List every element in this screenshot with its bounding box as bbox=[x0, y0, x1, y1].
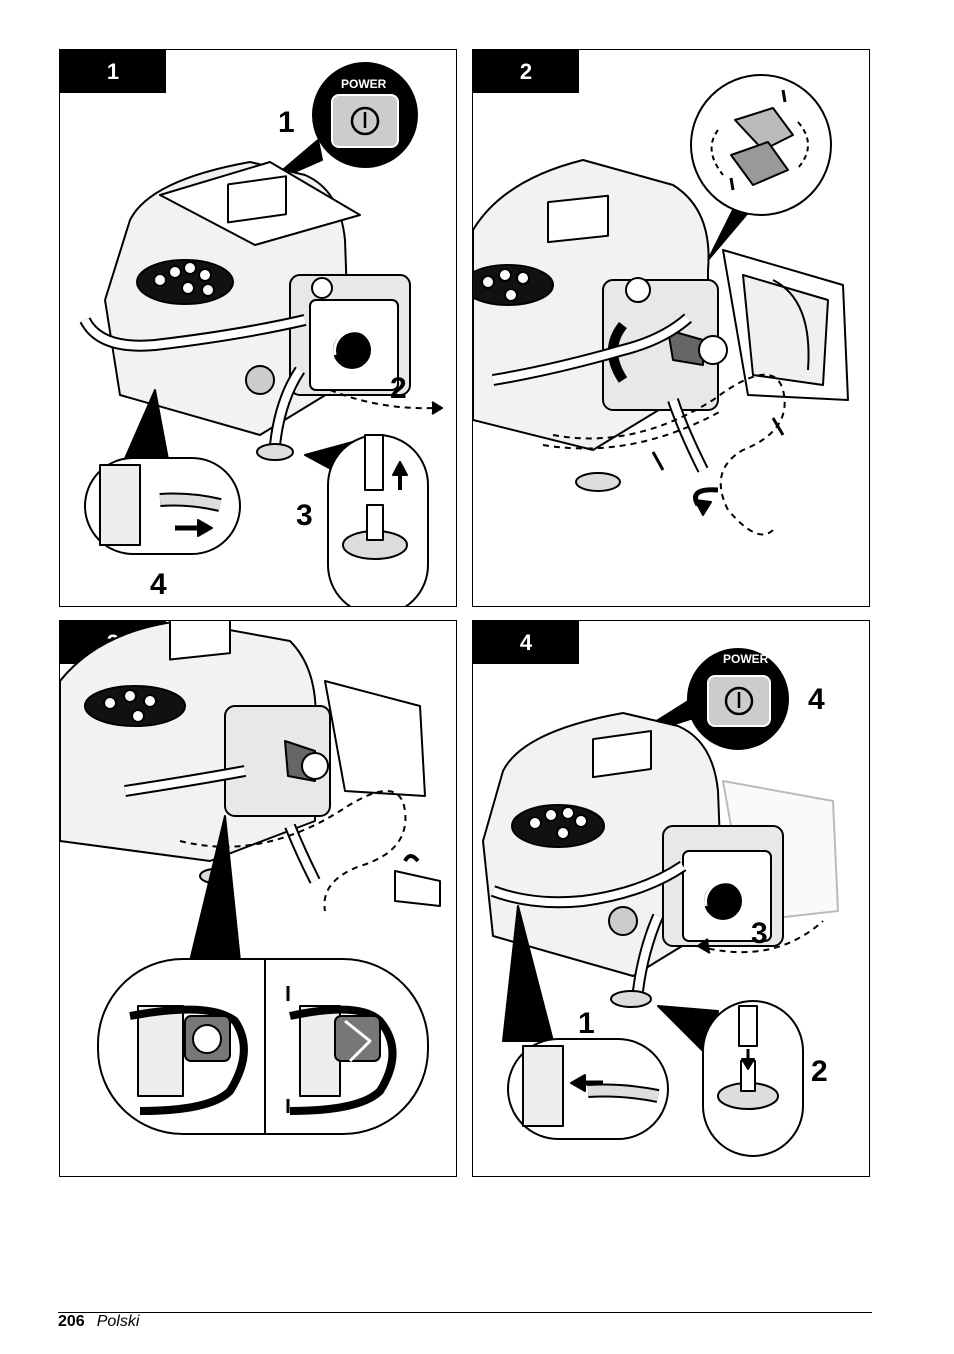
page-footer: 206 Polski bbox=[58, 1313, 139, 1331]
step-label: 4 bbox=[150, 568, 167, 601]
step-label: 1 bbox=[578, 1007, 595, 1040]
step-label: 4 bbox=[808, 683, 825, 716]
figure-panel-4: 4 bbox=[472, 620, 870, 1177]
pump-illustration bbox=[60, 621, 457, 1177]
figure-panel-3: 3 bbox=[59, 620, 457, 1177]
language-label: Polski bbox=[97, 1313, 140, 1330]
step-label: 3 bbox=[751, 917, 768, 950]
step-label: 3 bbox=[296, 499, 313, 532]
pump-illustration bbox=[473, 50, 870, 607]
pump-illustration: POWER 1 2 3 4 bbox=[60, 50, 457, 607]
step-label: 1 bbox=[278, 106, 295, 139]
page-number: 206 bbox=[58, 1313, 85, 1330]
figure-panel-2: 2 bbox=[472, 49, 870, 607]
figure-panel-1: 1 bbox=[59, 49, 457, 607]
step-label: 2 bbox=[390, 372, 407, 405]
step-label: 2 bbox=[811, 1055, 828, 1088]
power-label: POWER bbox=[723, 652, 769, 666]
power-label: POWER bbox=[341, 77, 387, 91]
pump-illustration: POWER 1 2 3 4 bbox=[473, 621, 870, 1177]
footer-rule bbox=[58, 1312, 872, 1313]
